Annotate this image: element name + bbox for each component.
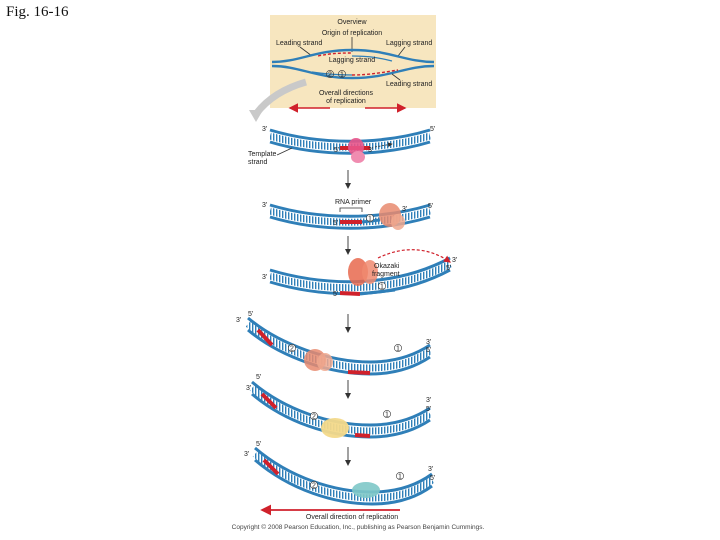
polymerase-icon <box>348 258 368 286</box>
end-label: 5' <box>256 441 261 448</box>
overview-background <box>270 15 436 108</box>
fragment-number-2: 2 <box>312 414 316 421</box>
end-label: 3' <box>236 317 241 324</box>
step-6: 3' 5' 3' 5' 2 1 <box>244 441 435 506</box>
step-3: Okazaki fragment 3' 3' 5' 5' 1 <box>262 249 457 298</box>
end-label: 5' <box>428 203 433 210</box>
lagging-strand-label-mid: Lagging strand <box>329 57 375 64</box>
fragment-number-1: 1 <box>368 216 372 223</box>
end-label: 5' <box>426 406 431 413</box>
ligase-icon <box>352 482 380 498</box>
end-label: 5' <box>430 475 435 482</box>
fragment-number-1: 1 <box>398 474 402 481</box>
template-strand-label-1: Template <box>248 151 277 158</box>
end-label: 5' <box>248 311 253 318</box>
overall-directions-label: Overall directions <box>319 90 374 97</box>
end-label: 5' <box>256 374 261 381</box>
end-label: 3' <box>262 202 267 209</box>
end-label: 3' <box>402 206 407 213</box>
leading-strand-label-left: Leading strand <box>276 40 322 47</box>
copyright: Copyright © 2008 Pearson Education, Inc.… <box>232 523 485 531</box>
step-1: 3' 5' 5' 3' Template strand <box>248 126 435 166</box>
end-label: 5' <box>426 347 431 354</box>
template-strand-label-2: strand <box>248 159 268 166</box>
leading-strand-label-right: Leading strand <box>386 81 432 88</box>
fragment-number-1: 1 <box>385 412 389 419</box>
end-label: 3' <box>426 339 431 346</box>
overview-circle-1: 1 <box>340 72 344 79</box>
end-label: 3' <box>262 126 267 133</box>
end-label: 5' <box>333 291 338 298</box>
overall-direction-label: Overall direction of replication <box>306 514 398 521</box>
origin-label: Origin of replication <box>322 30 382 37</box>
end-label: 3' <box>426 397 431 404</box>
end-label: 3' <box>452 257 457 264</box>
fragment-number-2: 2 <box>312 483 316 490</box>
end-label: 5' <box>430 126 435 133</box>
overview-circle-2: 2 <box>328 72 332 79</box>
fragment-number-1: 1 <box>380 284 384 291</box>
step-5: 3' 5' 3' 5' 2 1 <box>246 374 432 439</box>
overview-panel: Overview Origin of replication Leading s… <box>270 15 436 113</box>
fragment-number-1: 1 <box>396 346 400 353</box>
step-4: 3' 5' 3' 5' 2 1 <box>236 311 432 376</box>
end-label: 3' <box>246 385 251 392</box>
rna-primer-label: RNA primer <box>335 199 372 206</box>
fragment-number-2: 2 <box>290 346 294 353</box>
okazaki-label-1: Okazaki <box>374 263 400 270</box>
of-replication-label: of replication <box>326 98 366 105</box>
figure-label: Fig. 16-16 <box>6 4 69 20</box>
lagging-strand-label-right: Lagging strand <box>386 40 432 47</box>
step-2: RNA primer 3' 5' 5' 3' 1 <box>262 199 433 230</box>
end-label: 5' <box>446 265 451 272</box>
okazaki-label-2: fragment <box>372 271 400 278</box>
end-label: 3' <box>428 466 433 473</box>
end-label: 3' <box>244 451 249 458</box>
overview-title: Overview <box>337 19 367 26</box>
end-label: 5' <box>334 147 339 154</box>
end-label: 5' <box>333 220 338 227</box>
dna-pol-i-icon <box>321 418 349 438</box>
end-label: 3' <box>368 147 373 154</box>
end-label: 3' <box>262 274 267 281</box>
